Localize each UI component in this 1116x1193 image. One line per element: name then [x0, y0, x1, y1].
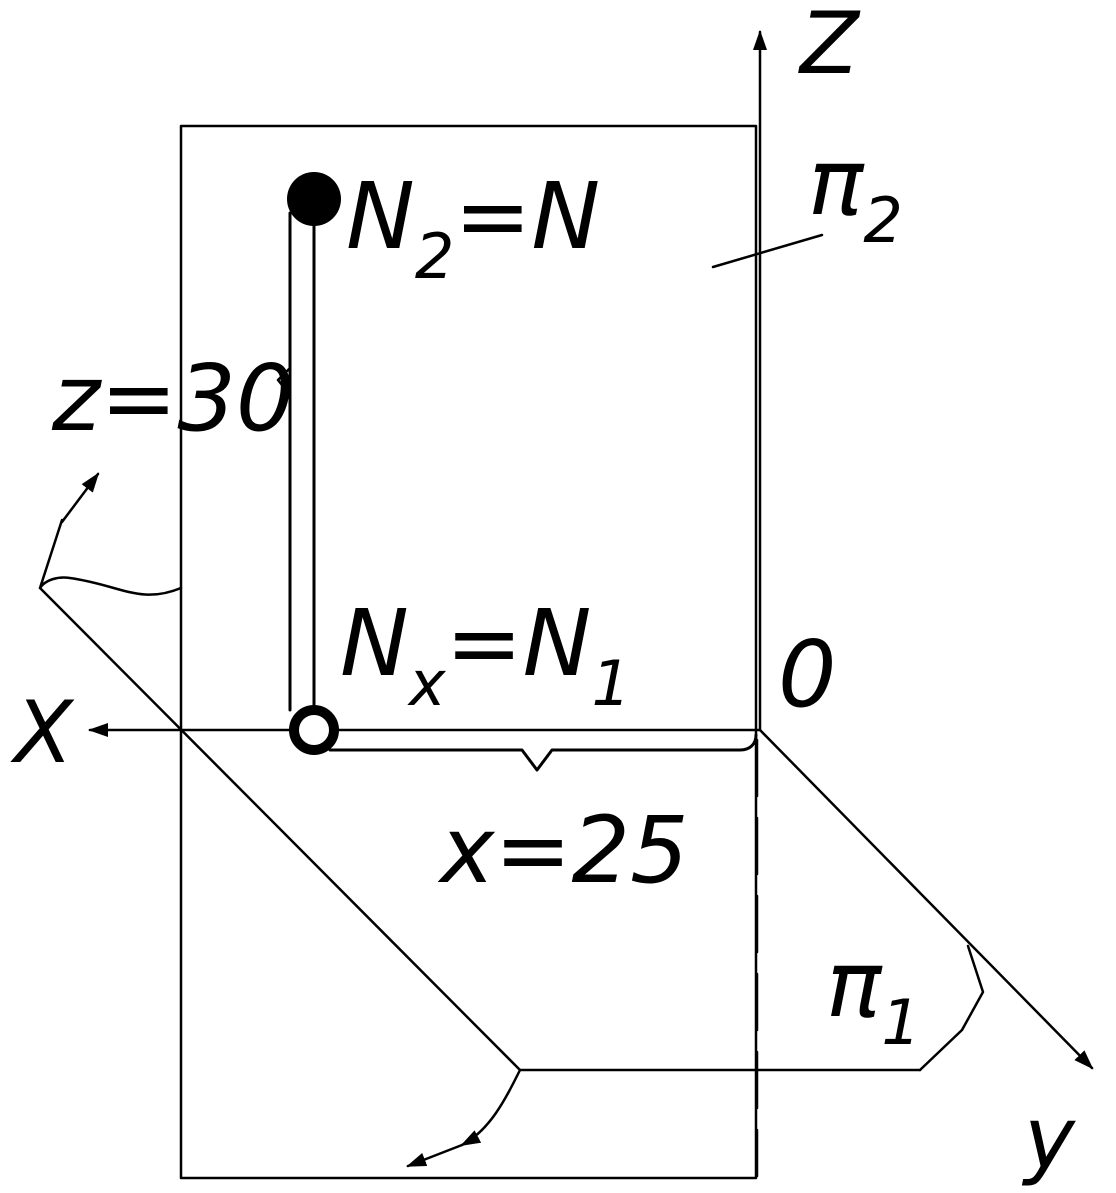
rotation-callout-bottom [460, 1068, 522, 1147]
axis-x-label: X [10, 683, 75, 783]
axis-z-label: Z [798, 0, 861, 94]
pi1-label: π1 [826, 931, 921, 1059]
pi2-label: π2 [808, 129, 903, 257]
point-n2 [287, 172, 341, 226]
pi2-leader [711, 233, 824, 269]
origin-label: 0 [778, 621, 837, 728]
frontal-plane-frame [179, 124, 758, 1180]
horizontal-plane-right-callout [918, 944, 985, 1072]
rotation-callout-left [38, 518, 183, 596]
dim-x-label: x=25 [437, 797, 689, 904]
y-axis [758, 728, 1094, 1070]
axis-y-label: y [1021, 1089, 1076, 1189]
dim-x-bracket [328, 733, 758, 772]
rotation-arrow-bottom [406, 1143, 464, 1168]
point-nx [289, 705, 339, 755]
n2-label: N2=N [346, 163, 600, 293]
rotation-arrow-up [60, 472, 100, 524]
dim-z-bracket [276, 343, 292, 412]
nx-label: Nx=N1 [340, 590, 631, 720]
dim-z-label: z=30 [51, 345, 294, 452]
